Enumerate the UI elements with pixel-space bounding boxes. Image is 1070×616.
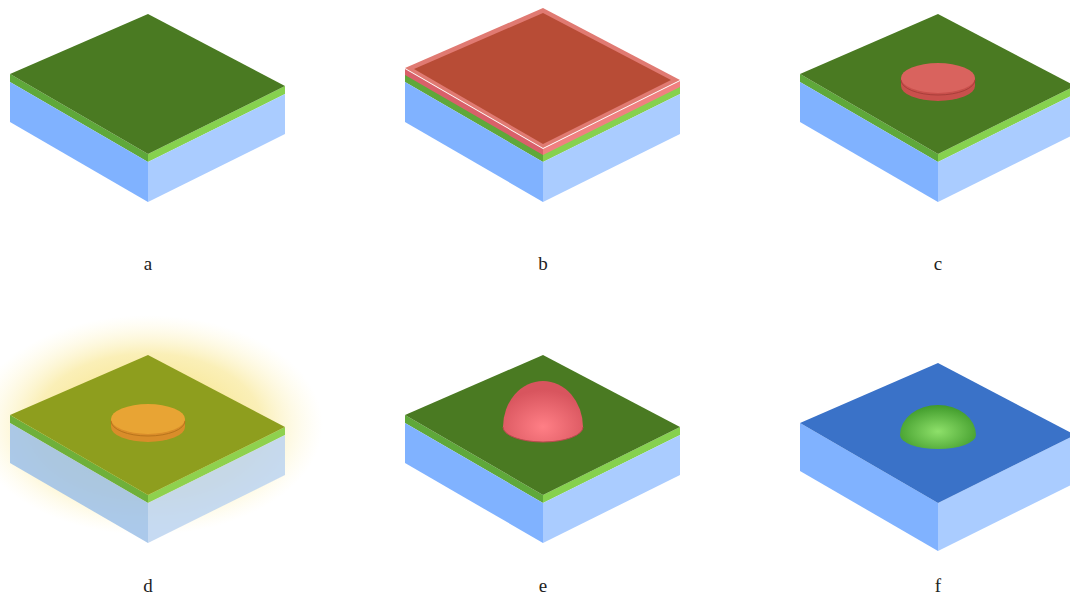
heated-slab (0, 315, 323, 543)
panel-letter: b (538, 254, 548, 273)
panel-letter: a (144, 254, 152, 273)
patterned-slab (800, 14, 1070, 202)
panel-letter: e (539, 576, 547, 595)
coated-slab (405, 8, 680, 202)
panel-letter: d (143, 576, 153, 595)
panel-letter: c (934, 254, 942, 273)
panel-letter: f (935, 576, 941, 595)
lens-slab (800, 363, 1070, 551)
substrate-slab (10, 14, 285, 202)
reflowed-slab (405, 355, 680, 543)
